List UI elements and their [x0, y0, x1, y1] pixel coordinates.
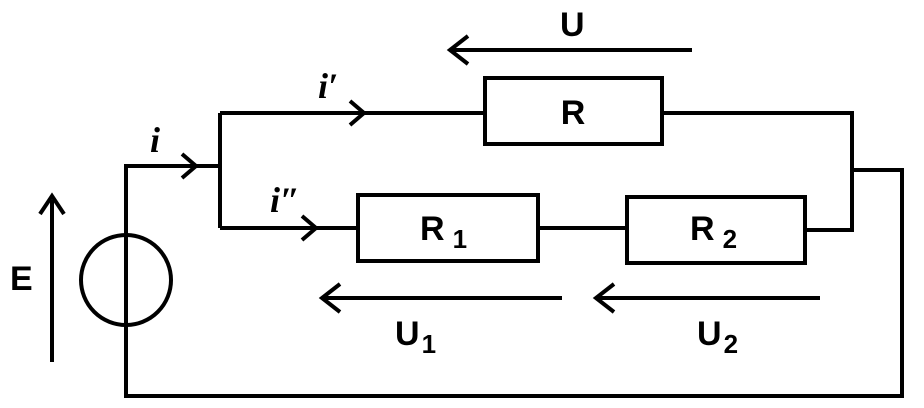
voltage-u1-label: U1: [395, 315, 436, 359]
resistor-r2: [625, 195, 807, 265]
voltage-u2-label: U2: [697, 315, 738, 359]
voltage-u1-arrow: [318, 282, 562, 314]
current-i-prime-arrow: [348, 99, 368, 127]
main-loop-wire: [124, 164, 904, 398]
current-i-double-prime-arrow: [300, 214, 320, 242]
top-branch-wire: [220, 111, 854, 232]
voltage-u2-arrow-head: [592, 282, 616, 314]
resistor-r: [483, 76, 664, 146]
voltage-source: [79, 233, 173, 327]
voltage-u-arrow: [446, 34, 692, 66]
wires: [124, 111, 904, 398]
source-label: E: [10, 260, 33, 298]
current-i-label: i: [150, 120, 160, 160]
voltage-u2-arrow: [592, 282, 820, 314]
voltage-u-arrow-head: [446, 34, 470, 66]
current-i-double-prime-label: i″: [270, 180, 300, 220]
resistor-r1: [356, 193, 540, 263]
emf-arrow-head: [38, 192, 66, 216]
current-i-arrow: [180, 152, 200, 180]
voltage-u1-arrow-head: [318, 282, 342, 314]
resistor-r-label: R: [561, 94, 586, 132]
voltage-u-label: U: [560, 6, 585, 44]
emf-arrow: [38, 192, 66, 362]
current-i-prime-label: i′: [318, 66, 338, 106]
